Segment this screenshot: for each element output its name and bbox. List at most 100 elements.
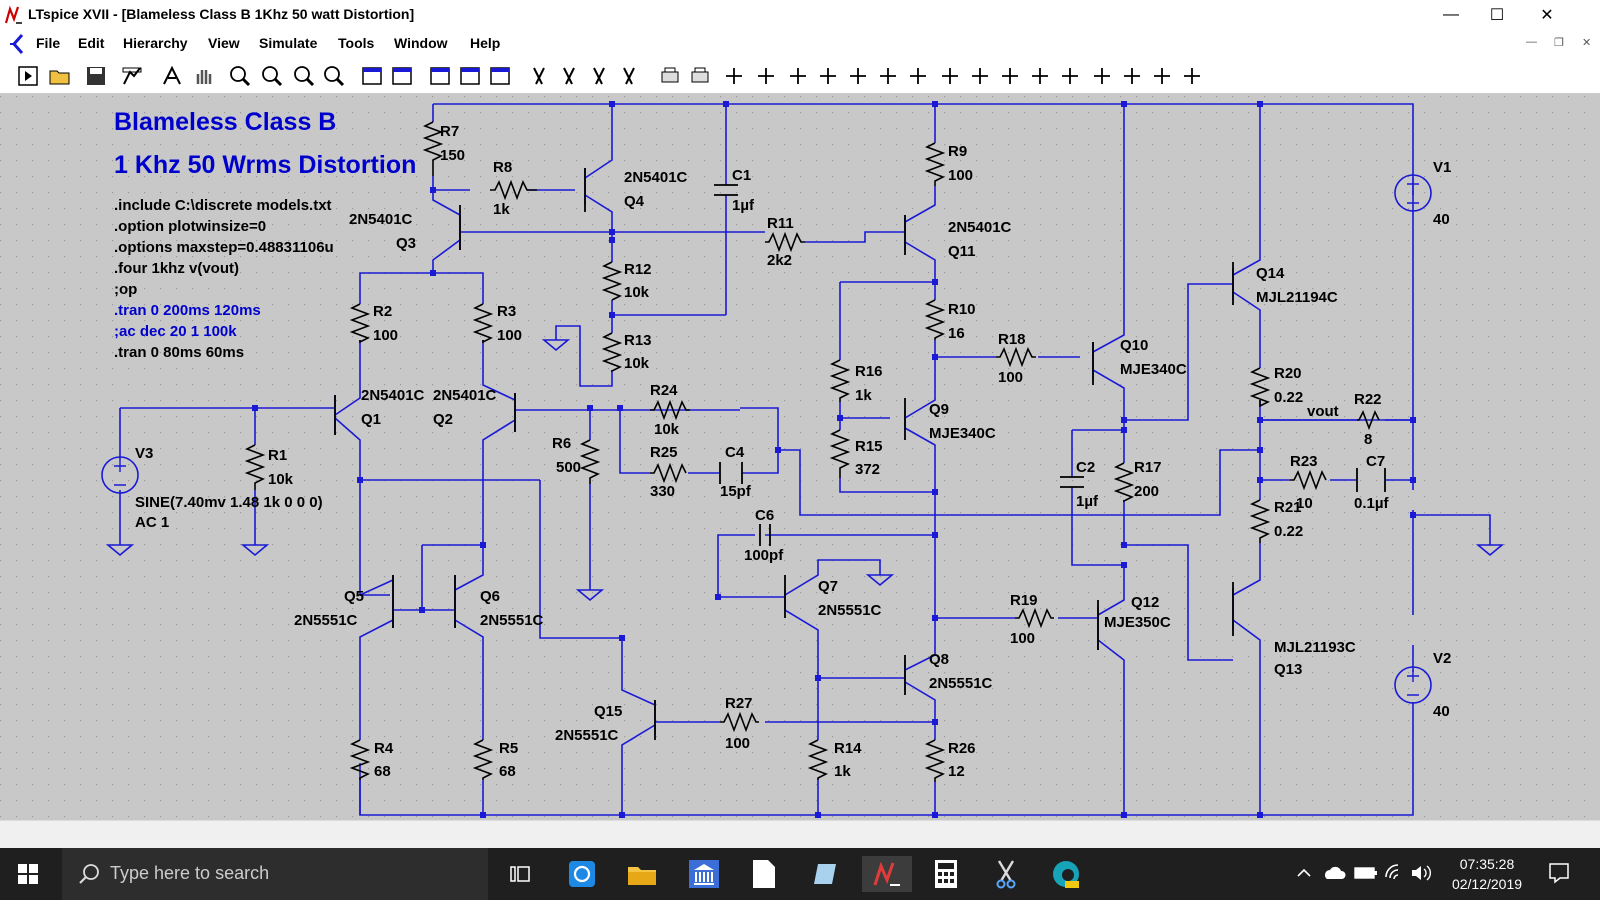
save-icon[interactable] — [84, 64, 108, 88]
taskbar-app-snipping[interactable] — [986, 856, 1026, 892]
label-v3: V3 — [135, 445, 153, 462]
close-button[interactable]: ✕ — [1524, 0, 1570, 30]
rotate-icon[interactable] — [1090, 64, 1114, 88]
document-icon[interactable] — [8, 33, 26, 55]
print-icon[interactable] — [658, 64, 682, 88]
open-icon[interactable] — [48, 64, 72, 88]
run-icon[interactable] — [16, 64, 40, 88]
inductor-icon[interactable] — [876, 64, 900, 88]
voltage-sources — [101, 174, 1432, 704]
ground-out — [1475, 544, 1505, 557]
diode-icon[interactable] — [906, 64, 930, 88]
label-r22v: 8 — [1364, 431, 1372, 448]
control-panel-icon[interactable] — [120, 64, 144, 88]
print-setup-icon[interactable] — [688, 64, 712, 88]
menu-hierarchy[interactable]: Hierarchy — [123, 35, 188, 51]
spice-directive-line[interactable]: .option plotwinsize=0 — [114, 218, 266, 235]
spice-directive-line[interactable]: ;ac dec 20 1 100k — [114, 323, 237, 340]
label-r19v: 100 — [1010, 630, 1035, 647]
spice-directive-line[interactable]: ;op — [114, 281, 137, 298]
spice-directive-line[interactable]: .tran 0 80ms 60ms — [114, 344, 244, 361]
schematic-svg[interactable]: R7150R81k2N5401CQ32N5401CQ4C11µfR1210kR1… — [0, 94, 1600, 820]
resistor-r15 — [829, 429, 851, 478]
taskbar-app-bank[interactable] — [684, 856, 724, 892]
move-icon[interactable] — [968, 64, 992, 88]
menu-file[interactable]: File — [36, 35, 61, 51]
undo-icon[interactable] — [1028, 64, 1052, 88]
copy-icon[interactable] — [558, 64, 582, 88]
taskbar-app-calculator[interactable] — [926, 856, 966, 892]
tile-vertical-icon[interactable] — [390, 64, 414, 88]
taskbar-app-ltspice[interactable] — [862, 856, 912, 892]
pan-icon[interactable] — [192, 64, 216, 88]
zoom-cancel-icon[interactable] — [322, 64, 346, 88]
taskbar-app-document[interactable] — [744, 856, 784, 892]
component-icon[interactable] — [938, 64, 962, 88]
tile-horizontal-icon[interactable] — [360, 64, 384, 88]
start-button[interactable] — [8, 856, 48, 892]
ground-icon[interactable] — [754, 64, 778, 88]
label-c2: C2 — [1076, 459, 1095, 476]
label-r21: R21 — [1274, 499, 1302, 516]
redo-icon[interactable] — [1058, 64, 1082, 88]
resistor-icon[interactable] — [816, 64, 840, 88]
mdi-restore-icon[interactable]: ❐ — [1554, 37, 1564, 49]
wifi-icon[interactable] — [1384, 863, 1406, 888]
resistor-r22 — [1357, 410, 1380, 431]
zoom-in-icon[interactable] — [228, 64, 252, 88]
draw-wire-icon[interactable] — [722, 64, 746, 88]
onedrive-icon[interactable] — [1322, 865, 1346, 886]
task-view-icon — [510, 866, 530, 882]
taskbar-app-notepad[interactable] — [806, 856, 846, 892]
window-b-icon[interactable] — [458, 64, 482, 88]
zoom-out-icon[interactable] — [292, 64, 316, 88]
label-c6: C6 — [755, 507, 774, 524]
resistor-r21 — [1249, 499, 1271, 543]
paste-icon[interactable] — [588, 64, 612, 88]
taskbar-app-edge-dev[interactable] — [1046, 856, 1086, 892]
text-icon[interactable] — [1150, 64, 1174, 88]
resistor-r24 — [650, 399, 690, 421]
battery-icon[interactable] — [1354, 865, 1378, 886]
menu-tools[interactable]: Tools — [338, 35, 375, 51]
mdi-minimize-icon[interactable]: — — [1526, 36, 1537, 48]
window-a-icon[interactable] — [428, 64, 452, 88]
mdi-close-icon[interactable]: ✕ — [1582, 37, 1592, 49]
resistor-r14 — [807, 739, 829, 780]
spice-directive-line[interactable]: .include C:\discrete models.txt — [114, 197, 332, 214]
window-title: LTspice XVII - [Blameless Class B 1Khz 5… — [28, 6, 415, 22]
clock[interactable]: 07:35:28 02/12/2019 — [1446, 854, 1528, 894]
menu-view[interactable]: View — [208, 35, 240, 51]
taskbar-app-file-explorer[interactable] — [622, 856, 662, 892]
volume-icon[interactable] — [1410, 863, 1434, 888]
search-box[interactable]: Type here to search — [62, 848, 488, 900]
menu-edit[interactable]: Edit — [78, 35, 105, 51]
label-v2: V2 — [1433, 650, 1451, 667]
capacitor-icon[interactable] — [846, 64, 870, 88]
drag-icon[interactable] — [998, 64, 1022, 88]
cut-icon[interactable] — [528, 64, 552, 88]
window-c-icon[interactable] — [488, 64, 512, 88]
spice-directive-line[interactable]: .options maxstep=0.48831106u — [114, 239, 334, 256]
zoom-fit-icon[interactable] — [260, 64, 284, 88]
find-icon[interactable] — [618, 64, 642, 88]
label-net-icon[interactable] — [786, 64, 810, 88]
spice-directive-line[interactable]: .four 1khz v(vout) — [114, 260, 239, 277]
run-sim-icon[interactable] — [160, 64, 184, 88]
component-labels: R7150R81k2N5401CQ32N5401CQ4C11µfR1210kR1… — [135, 123, 1451, 780]
maximize-button[interactable]: ☐ — [1474, 0, 1520, 30]
spice-directive-line[interactable]: .tran 0 200ms 120ms — [114, 302, 261, 319]
minimize-button[interactable]: — — [1428, 0, 1474, 30]
mirror-icon[interactable] — [1120, 64, 1144, 88]
spice-directive-icon[interactable] — [1180, 64, 1204, 88]
menu-simulate[interactable]: Simulate — [259, 35, 318, 51]
task-view-button[interactable] — [500, 856, 540, 892]
tray-chevron-icon[interactable] — [1296, 865, 1312, 886]
menu-window[interactable]: Window — [394, 35, 448, 51]
resistors — [244, 121, 1380, 782]
resistor-r20 — [1249, 367, 1271, 408]
notifications-button[interactable] — [1548, 862, 1570, 889]
menu-help[interactable]: Help — [470, 35, 501, 51]
taskbar-app-sync[interactable] — [562, 856, 602, 892]
